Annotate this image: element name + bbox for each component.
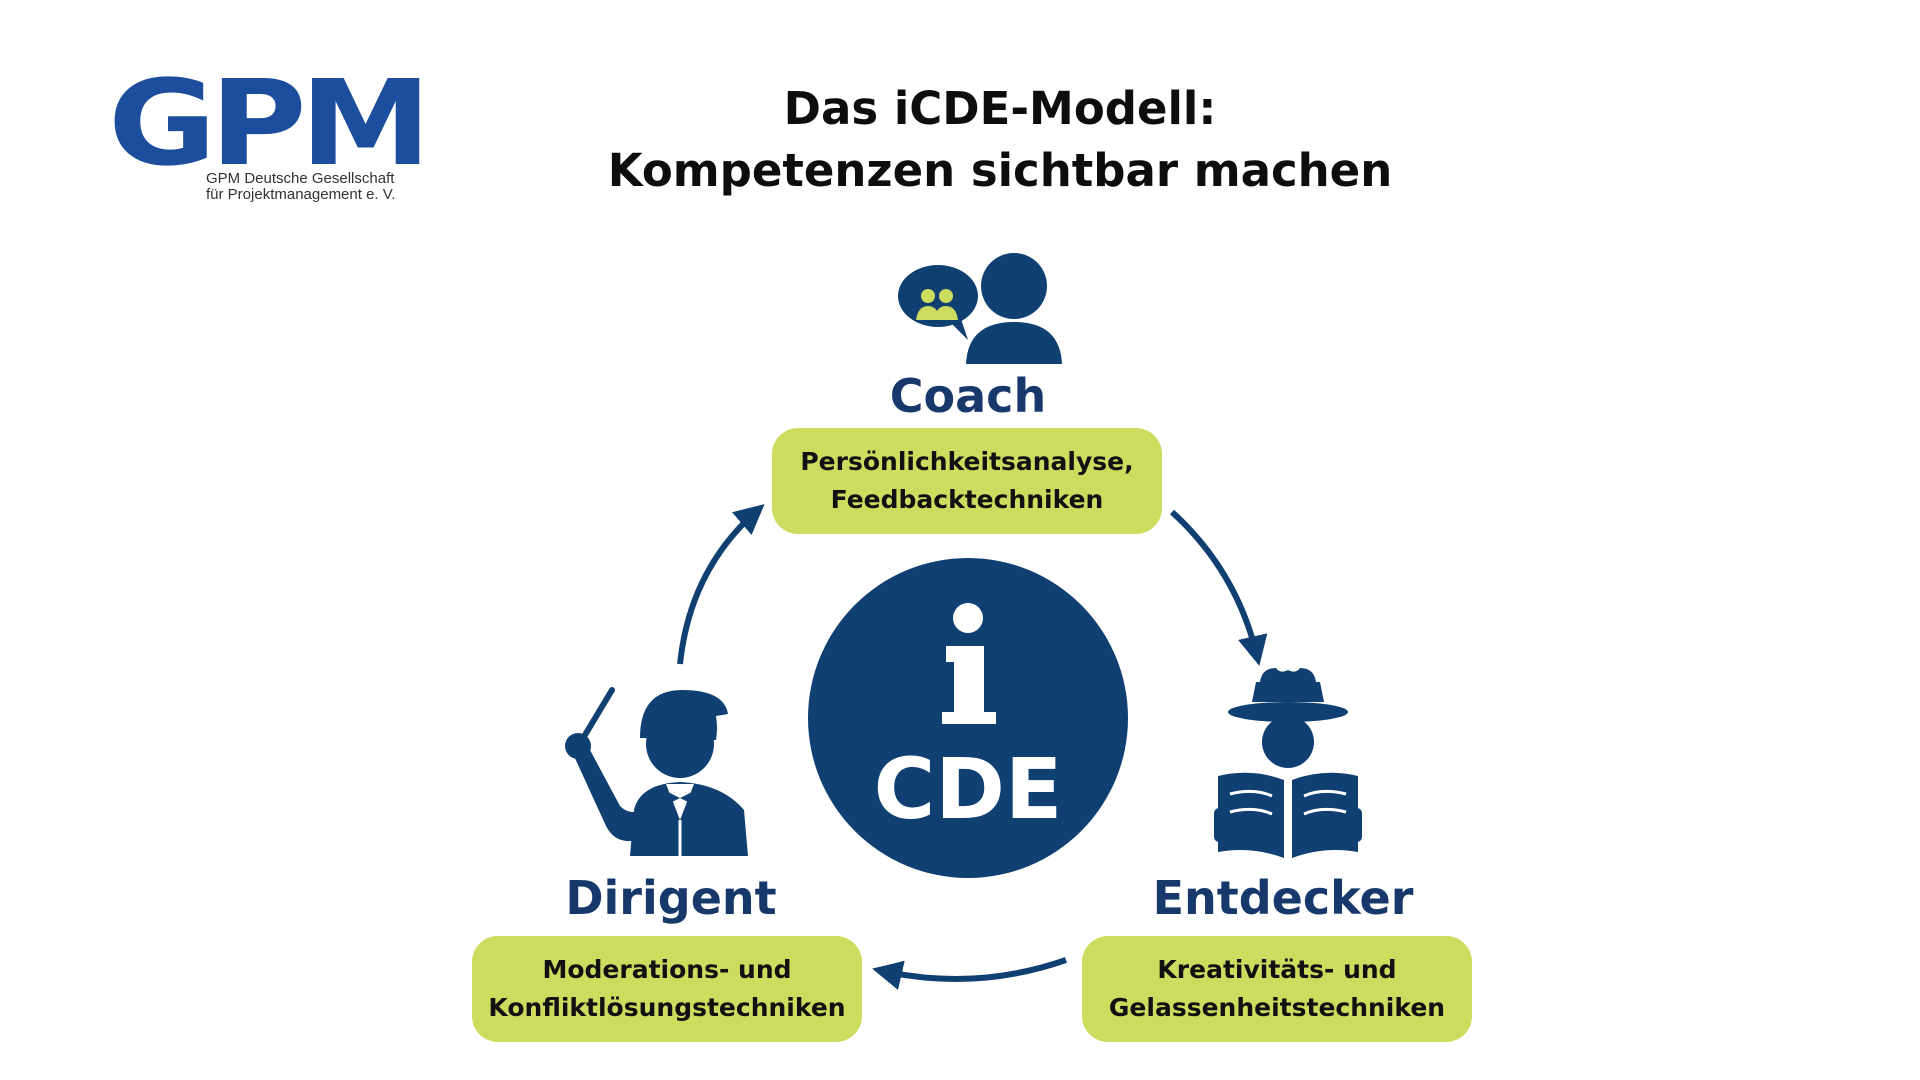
logo-org-line-1: GPM Deutsche Gesellschaft [206, 170, 395, 187]
arrow-dirigent-to-coach [677, 504, 765, 665]
page-title: Das iCDE-Modell: Kompetenzen sichtbar ma… [560, 78, 1440, 202]
role-label-coach: Coach [889, 369, 1047, 423]
gpm-logo: GPM GPM Deutsche Gesellschaft für Projek… [108, 64, 458, 214]
logo-wordmark: GPM [108, 54, 431, 192]
title-line-2: Kompetenzen sichtbar machen [607, 144, 1393, 197]
coach-box-line-2: Feedbacktechniken [830, 485, 1104, 514]
coach-speech-bubble-person-icon [898, 253, 1062, 364]
dirigent-box-line-2: Konfliktlösungstechniken [488, 993, 846, 1022]
technique-box-entdecker: Kreativitäts- und Gelassenheitstechniken [1082, 936, 1472, 1042]
center-cde-text: CDE [874, 740, 1063, 838]
coach-box-line-1: Persönlichkeitsanalyse, [800, 447, 1134, 476]
role-label-entdecker: Entdecker [1152, 871, 1414, 925]
entdecker-box-line-1: Kreativitäts- und [1157, 955, 1397, 984]
title-line-1: Das iCDE-Modell: [783, 82, 1217, 135]
dirigent-box-line-1: Moderations- und [542, 955, 792, 984]
arrow-coach-to-entdecker [1169, 509, 1268, 666]
conductor-baton-icon [565, 687, 748, 856]
role-label-dirigent: Dirigent [565, 871, 777, 925]
explorer-reading-book-icon [1214, 668, 1362, 858]
arrow-entdecker-to-dirigent [872, 957, 1067, 990]
entdecker-box-line-2: Gelassenheitstechniken [1108, 993, 1446, 1022]
icde-center-badge: CDE [808, 558, 1128, 878]
technique-box-coach: Persönlichkeitsanalyse, Feedbacktechnike… [772, 428, 1162, 534]
technique-box-dirigent: Moderations- und Konfliktlösungstechnike… [472, 936, 862, 1042]
logo-org-line-2: für Projektmanagement e. V. [206, 186, 396, 203]
